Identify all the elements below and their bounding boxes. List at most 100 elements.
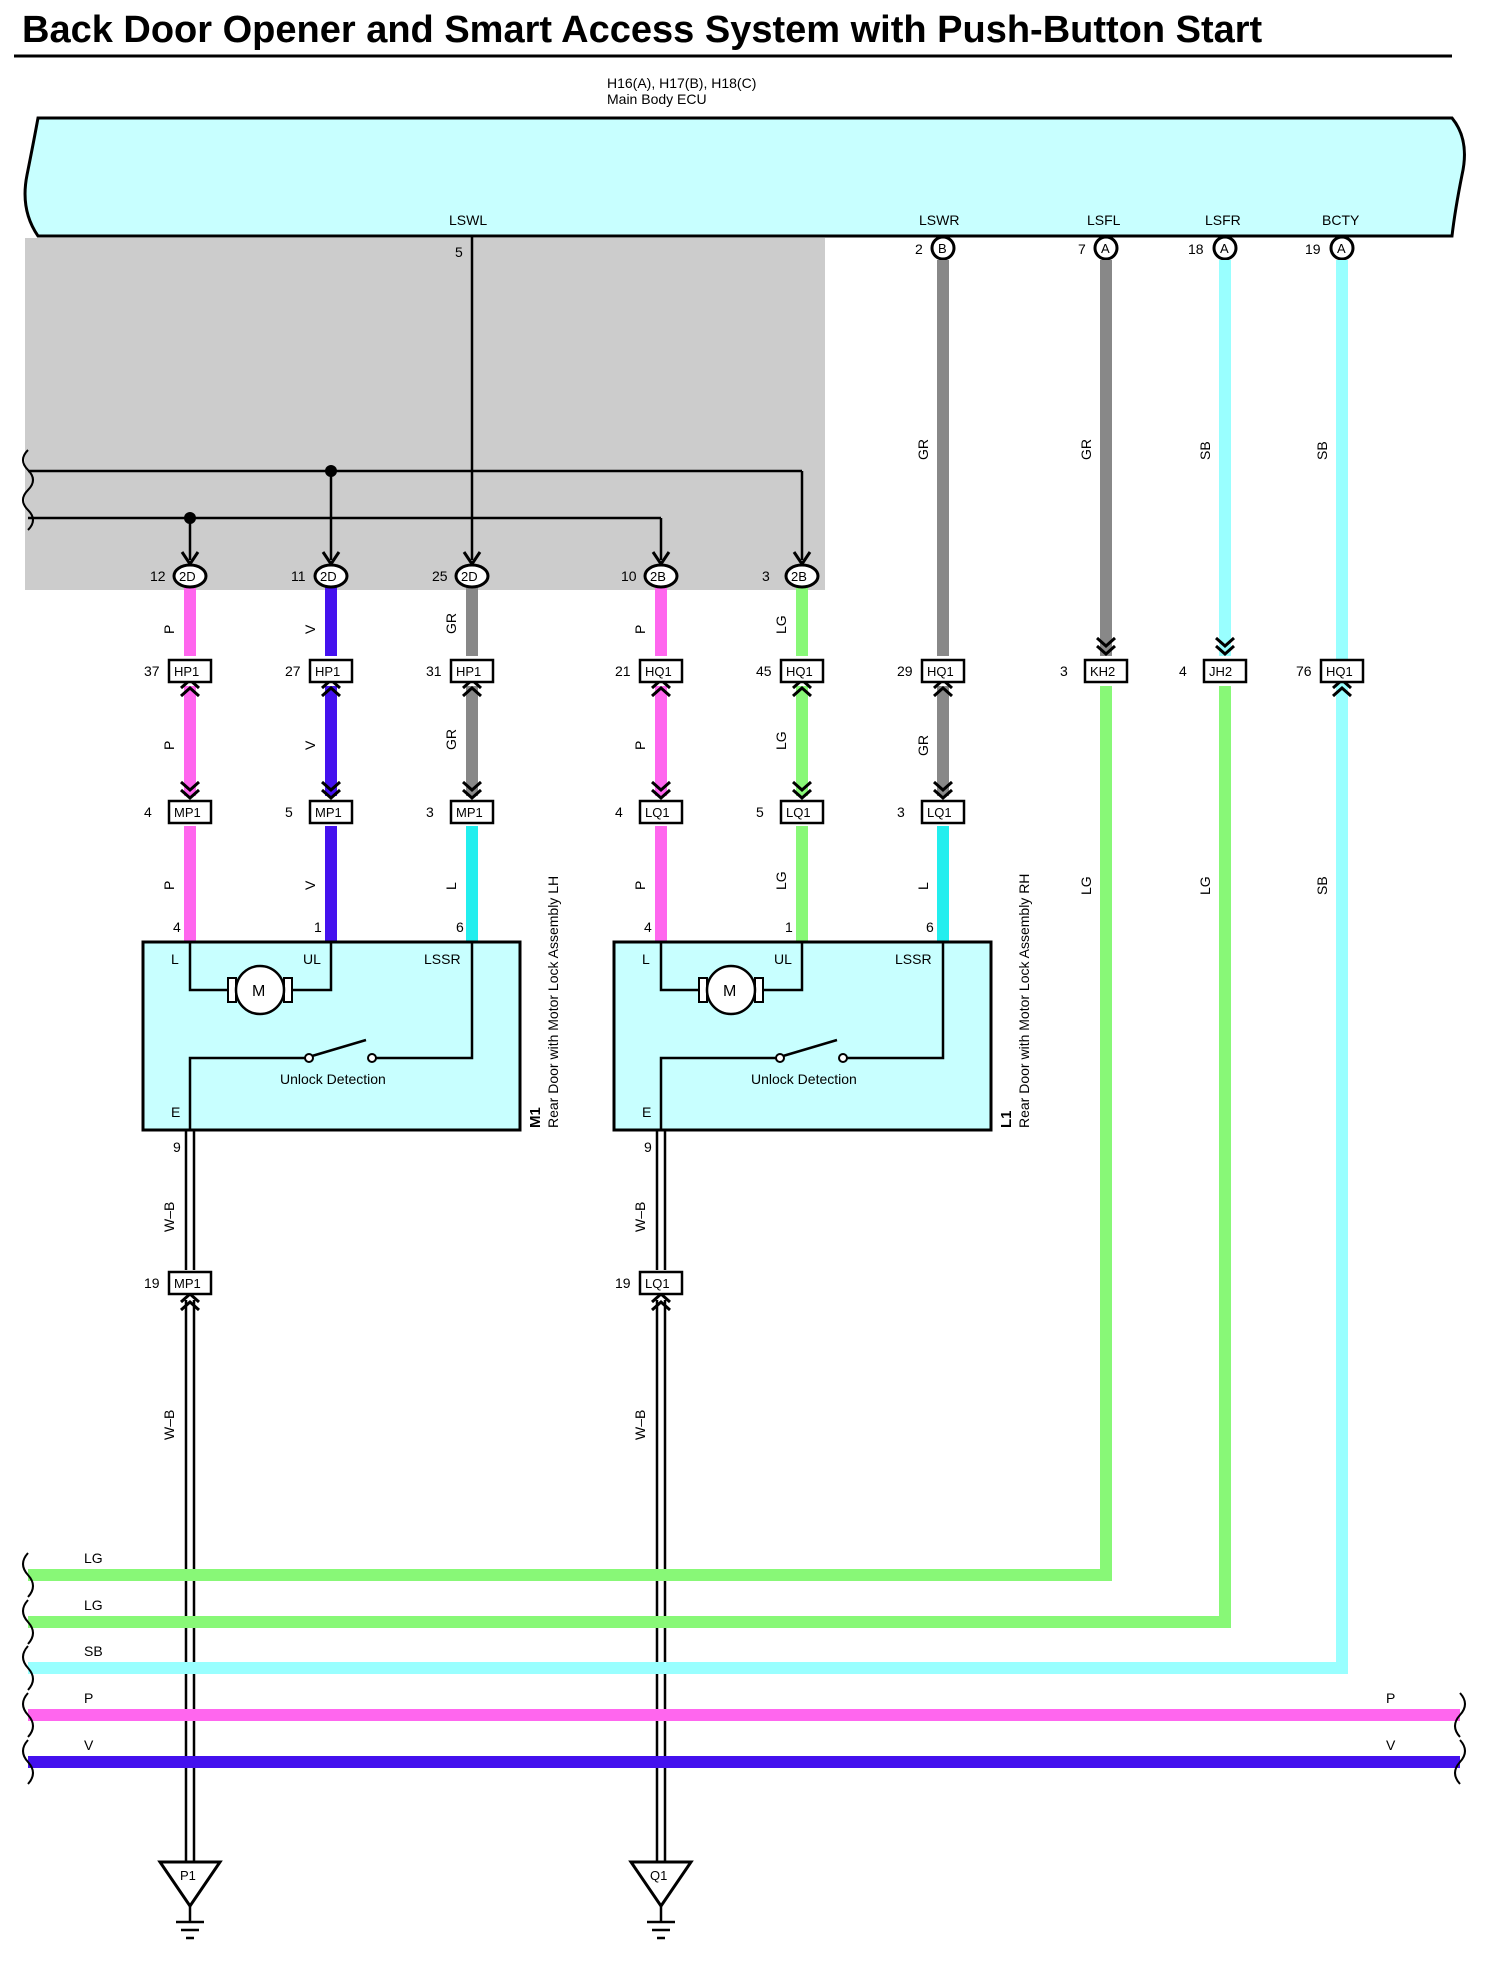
junction-connector-oval bbox=[643, 563, 679, 589]
wire-break bbox=[22, 1692, 34, 1738]
junction-connector-code: 2B bbox=[791, 569, 807, 584]
ecu-pin-lswr: 2 bbox=[915, 241, 923, 257]
lh-terminal-e: E bbox=[171, 1104, 180, 1120]
inline-connector-upper-pin: 4 bbox=[1179, 663, 1187, 679]
inline-connector-upper-code: JH2 bbox=[1209, 664, 1232, 679]
ecu-body bbox=[23, 116, 1466, 238]
wire-code: P bbox=[161, 741, 177, 750]
lh-terminal-lssr: LSSR bbox=[424, 951, 461, 967]
inline-connector-upper-code: HQ1 bbox=[786, 664, 813, 679]
wire-code: W–B bbox=[161, 1202, 177, 1232]
junction-connector-pin: 12 bbox=[150, 568, 166, 584]
junction-shade bbox=[25, 238, 825, 590]
lh-name: Rear Door with Motor Lock Assembly LH bbox=[545, 876, 561, 1128]
wire-break-upper bbox=[22, 449, 34, 531]
lh-pin-l: 4 bbox=[173, 919, 181, 935]
connector-chevron-icon bbox=[792, 780, 812, 801]
inline-connector-lower-pin: 4 bbox=[144, 804, 152, 820]
junction-lines bbox=[28, 236, 804, 560]
bus-wire-code-right: P bbox=[1386, 1690, 1395, 1706]
connector-chevron-icon bbox=[1215, 636, 1235, 657]
page-title: Back Door Opener and Smart Access System… bbox=[22, 9, 1263, 51]
inline-connector-upper-code: HP1 bbox=[174, 664, 199, 679]
wire-code: L bbox=[443, 882, 459, 890]
wire-code: P bbox=[632, 881, 648, 890]
bus-wire-code: LG bbox=[84, 1597, 103, 1613]
wire-code: P bbox=[632, 625, 648, 634]
junction-connector-code: 2D bbox=[179, 569, 196, 584]
lh-pin-e: 9 bbox=[173, 1139, 181, 1155]
inline-connector-upper-box bbox=[779, 658, 825, 684]
rh-motor-icon: M bbox=[698, 964, 764, 1016]
connector-chevron-icon bbox=[1096, 636, 1116, 657]
lh-id: M1 bbox=[527, 1107, 544, 1128]
inline-connector-upper-code: KH2 bbox=[1090, 664, 1115, 679]
inline-connector-lower-pin: 4 bbox=[615, 804, 623, 820]
inline-connector-lower-code: LQ1 bbox=[645, 805, 670, 820]
bus-wire-code: V bbox=[84, 1737, 94, 1753]
wire-code: W–B bbox=[632, 1410, 648, 1440]
wire-code: GR bbox=[443, 613, 459, 634]
ecu-pin-bcty: 19 bbox=[1305, 241, 1321, 257]
ground-inline-connector-code: MP1 bbox=[174, 1276, 201, 1291]
inline-connector-upper-box bbox=[1083, 658, 1129, 684]
inline-connector-upper-box bbox=[308, 658, 354, 684]
rh-motor-label: M bbox=[723, 983, 736, 1000]
junction-connector-oval bbox=[454, 563, 490, 589]
wire-code: SB bbox=[1314, 876, 1330, 895]
ecu-terminal-lswr: LSWR bbox=[919, 212, 959, 228]
ecu-terminal-lsfr: LSFR bbox=[1205, 212, 1241, 228]
inline-connector-upper-box bbox=[449, 658, 495, 684]
lh-terminal-ul: UL bbox=[303, 951, 321, 967]
ecu-pin-group-lswr: 2 B bbox=[915, 235, 956, 261]
inline-connector-upper-box bbox=[1202, 658, 1248, 684]
lh-switch-label: Unlock Detection bbox=[280, 1071, 386, 1087]
lh-motor-label: M bbox=[252, 983, 265, 1000]
ecu-connectors: H16(A), H17(B), H18(C) bbox=[607, 75, 756, 91]
inline-connector-upper-code: HP1 bbox=[456, 664, 481, 679]
inline-connector-lower-code: LQ1 bbox=[786, 805, 811, 820]
wire-break bbox=[22, 1552, 34, 1598]
inline-connector-lower-pin: 3 bbox=[426, 804, 434, 820]
rh-pin-l: 4 bbox=[644, 919, 652, 935]
inline-connector-upper-box bbox=[638, 658, 684, 684]
inline-connector-upper-pin: 3 bbox=[1060, 663, 1068, 679]
bus-wire-code: P bbox=[84, 1690, 93, 1706]
ecu-conn-lsfl: A bbox=[1101, 241, 1110, 256]
wire-code: GR bbox=[915, 735, 931, 756]
wire-code: LG bbox=[773, 731, 789, 750]
wire-break bbox=[22, 1599, 34, 1645]
inline-connector-upper-code: HQ1 bbox=[1326, 664, 1353, 679]
wire-code: L bbox=[915, 882, 931, 890]
junction-connector-oval bbox=[313, 563, 349, 589]
ground-p1: P1 bbox=[157, 1860, 223, 1940]
inline-connector-upper-pin: 37 bbox=[144, 663, 160, 679]
inline-connector-upper-pin: 21 bbox=[615, 663, 631, 679]
wire-break bbox=[22, 1645, 34, 1691]
ground-inline-connector-box bbox=[638, 1270, 684, 1296]
ecu-pin-group-lsfl: 7 A bbox=[1078, 235, 1119, 261]
junction-connector-pin: 10 bbox=[621, 568, 637, 584]
inline-connector-lower-code: LQ1 bbox=[927, 805, 952, 820]
rh-pin-ul: 1 bbox=[785, 919, 793, 935]
rh-pin-e: 9 bbox=[644, 1139, 652, 1155]
inline-connector-upper-box bbox=[920, 658, 966, 684]
inline-connector-lower-box bbox=[167, 799, 213, 825]
wire-code: SB bbox=[1197, 441, 1213, 460]
junction-connector-code: 2B bbox=[650, 569, 666, 584]
inline-connector-lower-code: MP1 bbox=[174, 805, 201, 820]
ground-q1-label: Q1 bbox=[650, 1868, 667, 1883]
wire-break bbox=[1454, 1692, 1466, 1738]
inline-connector-upper-pin: 27 bbox=[285, 663, 301, 679]
ecu-pin-group-bcty: 19 A bbox=[1305, 235, 1355, 261]
rh-name: Rear Door with Motor Lock Assembly RH bbox=[1016, 874, 1032, 1128]
wire-code: LG bbox=[773, 615, 789, 634]
lh-pin-lssr: 6 bbox=[456, 919, 464, 935]
lh-motor-icon: M bbox=[227, 964, 293, 1016]
ground-inline-connector-code: LQ1 bbox=[645, 1276, 670, 1291]
wire-code: GR bbox=[443, 729, 459, 750]
ecu-conn-lswr: B bbox=[938, 241, 947, 256]
wire-code: P bbox=[161, 625, 177, 634]
